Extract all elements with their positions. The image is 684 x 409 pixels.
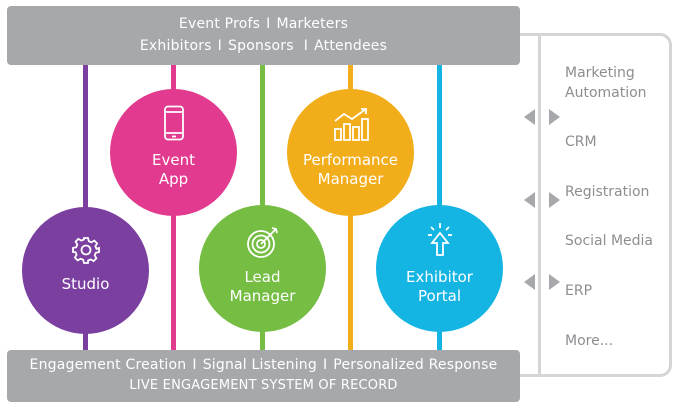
module-label-line1: Performance [302,151,399,169]
arrow-left-icon [524,274,535,290]
audience-attendees: Attendees [314,38,388,54]
capabilities-line: Engagement Creation I Signal Listening I Per… [7,357,520,373]
module-label: Performance Manager [287,151,414,189]
signal-listening: Signal Listening [202,357,317,373]
target-icon [247,227,278,258]
integration-marketing-automation: Marketing Automation [565,63,647,103]
integration-social-media: Social Media [565,233,654,249]
module-lead-manager[interactable]: Lead Manager [199,205,326,332]
arrow-left-icon [524,192,535,208]
integration-more: More... [565,333,614,349]
module-label-line2: Manager [229,287,296,305]
module-label-line2: App [158,170,189,188]
module-event-app[interactable]: Event App [110,89,237,216]
personalized-response: Personalized Response [333,357,498,373]
smartphone-icon [164,105,184,141]
module-label: Exhibitor Portal [376,268,503,306]
integration-erp: ERP [565,283,593,299]
module-studio[interactable]: Studio [22,207,149,334]
module-exhibitor-portal[interactable]: Exhibitor Portal [376,205,503,332]
arrow-right-icon [549,109,560,125]
cursor-click-icon [428,223,452,256]
module-performance-manager[interactable]: Performance Manager [287,89,414,216]
module-label-line1: Event [152,151,195,169]
separator: I [322,357,328,373]
separator: I [217,38,223,54]
separator: I [192,357,197,373]
separator: I [303,38,309,54]
engagement-creation: Engagement Creation [29,357,187,373]
arrow-right-icon [549,192,560,208]
audience-sponsors: Sponsors [228,38,294,54]
module-label: Lead Manager [199,268,326,306]
module-label-line1: Exhibitor [406,268,473,286]
module-label-line1: Studio [61,275,110,293]
audience-exhibitors: Exhibitors [139,38,212,54]
arrow-right-icon [549,274,560,290]
integration-crm: CRM [565,134,597,150]
module-label: Studio [22,275,149,294]
system-of-record-title: LIVE ENGAGEMENT SYSTEM OF RECORD [129,378,398,393]
arrow-left-icon [524,109,535,125]
separator: I [266,16,271,32]
audience-line-1: Event Profs I Marketers [7,16,520,32]
audience-line-2: Exhibitors I Sponsors I Attendees [7,38,520,54]
gear-icon [72,237,100,264]
integrations-divider [538,33,541,377]
module-label-line1: Lead [244,268,281,286]
bar-chart-icon [334,108,369,141]
integration-label-line1: Marketing [565,65,635,81]
integration-registration: Registration [565,184,650,200]
module-label-line2: Manager [317,170,384,188]
audience-marketers: Marketers [276,16,349,32]
integration-label-line2: Automation [565,85,647,101]
integrations-frame [520,33,672,377]
module-label-line2: Portal [417,287,462,305]
audience-event-profs: Event Profs [178,16,261,32]
system-of-record-bar: Engagement Creation I Signal Listening I Per… [7,350,520,402]
module-label: Event App [110,151,237,189]
